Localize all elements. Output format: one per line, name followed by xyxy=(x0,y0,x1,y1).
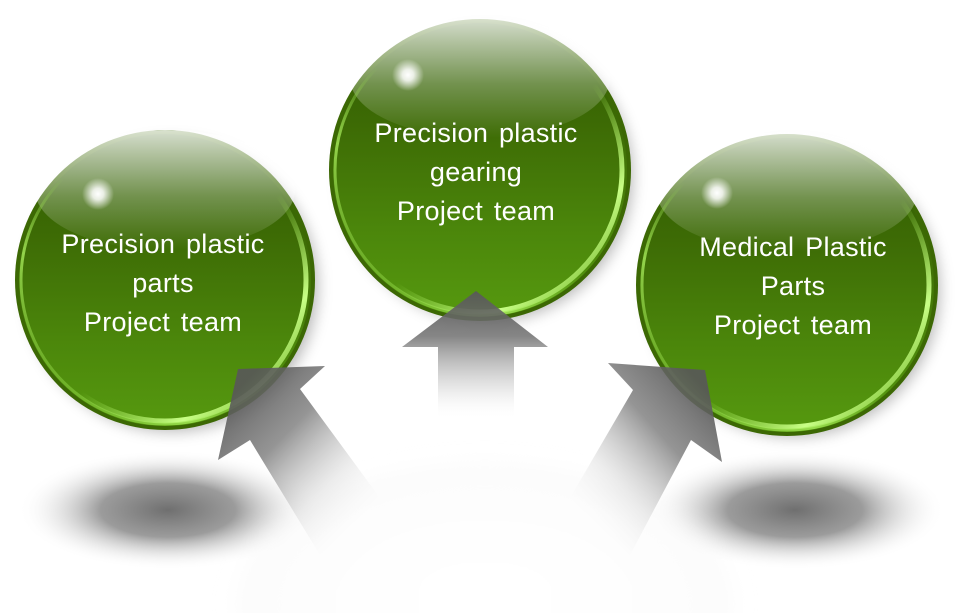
label-line: Parts xyxy=(760,271,826,301)
label-line: gearing xyxy=(429,157,523,187)
sphere-right-label: Medical Plastic Parts Project team xyxy=(699,228,887,345)
arrow-up-right xyxy=(570,363,722,555)
sparkle-highlight xyxy=(701,177,733,209)
label-line: Precision plastic xyxy=(374,118,578,148)
sphere-left-label: Precision plastic parts Project team xyxy=(61,225,264,342)
sphere-right xyxy=(636,132,948,445)
label-line: Medical Plastic xyxy=(699,232,887,262)
label-line: parts xyxy=(132,268,194,298)
sparkle-highlight xyxy=(82,178,114,210)
label-line: Project team xyxy=(713,310,873,340)
label-line: Project team xyxy=(83,307,243,337)
sphere-left xyxy=(15,130,326,440)
label-line: Project team xyxy=(396,196,556,226)
sphere-center-label: Precision plastic gearing Project team xyxy=(374,114,577,231)
label-line: Precision plastic xyxy=(61,229,265,259)
arrow-up-center xyxy=(402,291,548,420)
arrow-up-left xyxy=(218,366,380,555)
sparkle-highlight xyxy=(392,59,424,91)
sphere-center xyxy=(329,18,641,330)
